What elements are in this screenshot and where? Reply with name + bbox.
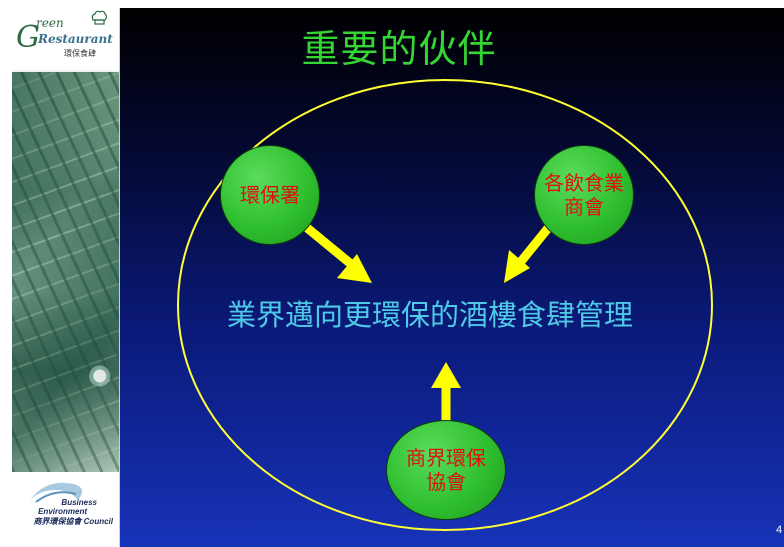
chef-hat-icon <box>91 10 108 25</box>
partner-label: 環保署 <box>240 183 300 207</box>
partner-node-business: 商界環保 協會 <box>386 420 506 520</box>
swoosh-icon <box>30 482 83 503</box>
bec-logo: Business Environment 商界環保協會 Council <box>12 472 119 547</box>
partner-node-catering: 各飲食業 商會 <box>534 145 634 245</box>
bec-line3: 商界環保協會 Council <box>33 517 113 526</box>
center-goal-text: 業界邁向更環保的酒樓食肆管理 <box>226 298 633 332</box>
partner-label: 各飲食業 商會 <box>544 171 624 219</box>
partner-node-epd: 環保署 <box>220 145 320 245</box>
side-decoration: G reen Restaurant 環保食肆 Business Environm… <box>12 8 120 547</box>
arrow-from-catering <box>504 219 557 283</box>
logo-letter: G <box>16 20 40 55</box>
boundary-ellipse <box>177 79 713 531</box>
bec-line1: Business <box>61 498 97 507</box>
leaf-photo <box>12 72 119 472</box>
partner-label: 商界環保 協會 <box>406 446 486 494</box>
bec-line2: Environment <box>38 507 87 516</box>
page-number: 4 <box>776 524 783 536</box>
logo-line2: Restaurant <box>38 32 113 46</box>
green-restaurant-logo: G reen Restaurant 環保食肆 <box>12 8 119 70</box>
arrow-from-epd <box>297 218 372 283</box>
slide-title: 重要的伙伴 <box>301 27 497 71</box>
logo-line1: reen <box>36 16 64 30</box>
logo-chinese: 環保食肆 <box>64 49 96 58</box>
